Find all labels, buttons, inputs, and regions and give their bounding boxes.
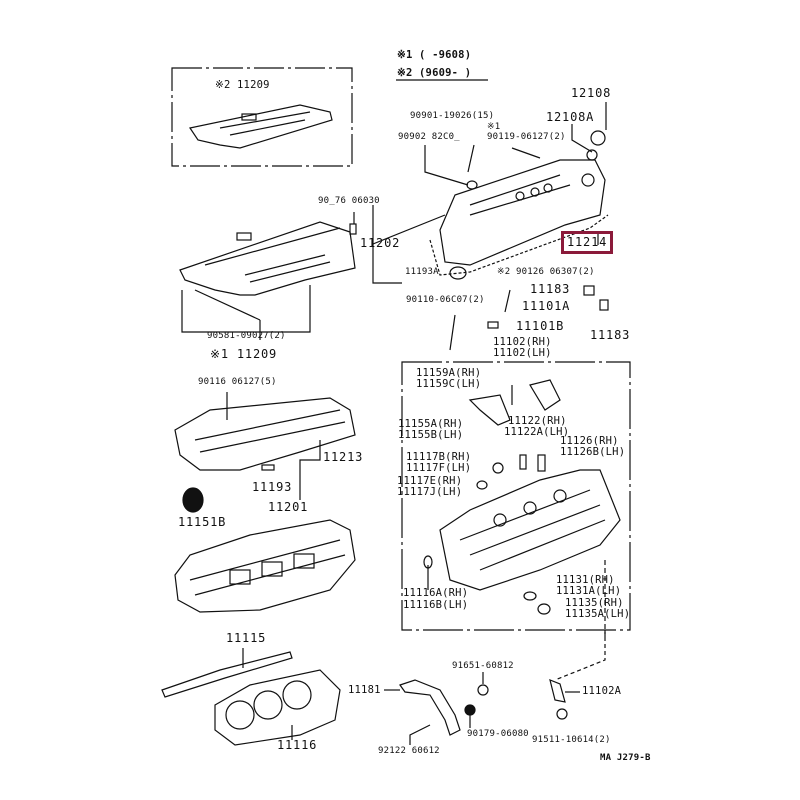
part-label[interactable]: 12108 bbox=[571, 86, 612, 100]
grommet bbox=[449, 266, 467, 280]
part-label[interactable]: 90901-19026(15) bbox=[410, 111, 495, 121]
part-label[interactable]: 11155B(LH) bbox=[398, 429, 464, 441]
part-label[interactable]: 11117J(LH) bbox=[397, 486, 463, 498]
cylinder-head-box bbox=[401, 361, 631, 631]
part-label[interactable]: 11159A(RH) bbox=[416, 367, 482, 379]
legend-note-1: ※1 ( -9608) bbox=[397, 49, 472, 61]
part-label[interactable]: ※2 11209 bbox=[215, 79, 270, 91]
part-label[interactable]: 11102(RH) bbox=[493, 336, 552, 348]
part-label[interactable]: 11116 bbox=[277, 738, 318, 752]
part-label[interactable]: 91511-10614(2) bbox=[532, 735, 611, 745]
engine-cover-upper bbox=[189, 104, 333, 149]
valve-cover-gasket bbox=[429, 214, 609, 276]
part-label[interactable]: 92122 60612 bbox=[378, 746, 440, 756]
diagram-reference: MA J279-B bbox=[600, 753, 651, 763]
part-label[interactable]: 11101A bbox=[522, 299, 571, 313]
part-label[interactable]: 11117B(RH) bbox=[406, 451, 472, 463]
bracket bbox=[399, 679, 461, 736]
cylinder-head bbox=[439, 469, 621, 591]
part-label[interactable]: 11183 bbox=[530, 282, 571, 296]
part-label[interactable]: 90119-06127(2) bbox=[487, 132, 566, 142]
part-label[interactable]: 11202 bbox=[360, 236, 401, 250]
part-label[interactable]: 11126B(LH) bbox=[560, 446, 626, 458]
part-label[interactable]: 11115 bbox=[226, 631, 267, 645]
part-label[interactable]: ※1 11209 bbox=[210, 347, 278, 361]
part-label[interactable]: 11193A bbox=[405, 267, 439, 277]
legend-note-2: ※2 (9609- ) bbox=[397, 67, 472, 79]
part-label[interactable]: 90110-06C07(2) bbox=[406, 295, 485, 305]
oil-filler-cap bbox=[590, 130, 606, 146]
part-label[interactable]: 11151B bbox=[178, 515, 227, 529]
seal-plug bbox=[182, 487, 204, 513]
part-label[interactable]: 90116 06127(5) bbox=[198, 377, 277, 387]
part-label[interactable]: 11122A(LH) bbox=[504, 426, 570, 438]
part-label[interactable]: 11181 bbox=[348, 684, 381, 696]
part-label[interactable]: 11183 bbox=[590, 328, 631, 342]
highlighted-part-label[interactable]: 11214 bbox=[561, 231, 614, 254]
intake-gasket bbox=[161, 651, 293, 698]
part-label[interactable]: 90179-06080 bbox=[467, 729, 529, 739]
left-cylinder-head bbox=[174, 519, 356, 613]
part-label[interactable]: 11131(RH) bbox=[556, 574, 615, 586]
left-valve-cover bbox=[174, 397, 356, 471]
part-label[interactable]: 11122(RH) bbox=[508, 415, 567, 427]
part-label[interactable]: 11131A(LH) bbox=[556, 585, 622, 597]
part-label[interactable]: 11116B(LH) bbox=[403, 599, 469, 611]
part-label[interactable]: 11126(RH) bbox=[560, 435, 619, 447]
part-label[interactable]: 11101B bbox=[516, 319, 565, 333]
head-gasket bbox=[214, 669, 341, 746]
part-label[interactable]: 11102A bbox=[582, 685, 622, 697]
variant-box bbox=[171, 67, 353, 167]
part-label[interactable]: ※2 90126 06307(2) bbox=[497, 267, 595, 277]
part-label[interactable]: 11135A(LH) bbox=[565, 608, 631, 620]
part-label[interactable]: 11155A(RH) bbox=[398, 418, 464, 430]
part-label[interactable]: 11102(LH) bbox=[493, 347, 552, 359]
part-label[interactable]: 12108A bbox=[546, 110, 595, 124]
part-label[interactable]: 11117E(RH) bbox=[397, 475, 463, 487]
part-label[interactable]: 90_76 06030 bbox=[318, 196, 380, 206]
part-label[interactable]: 11213 bbox=[323, 450, 364, 464]
part-label[interactable]: 90902 82C0_ bbox=[398, 132, 460, 142]
part-label[interactable]: 11116A(RH) bbox=[403, 587, 469, 599]
part-label[interactable]: 91651-60812 bbox=[452, 661, 514, 671]
variant-mark: ※1 bbox=[487, 122, 501, 132]
engine-cover bbox=[179, 221, 356, 296]
part-label[interactable]: 11201 bbox=[268, 500, 309, 514]
part-label[interactable]: 11135(RH) bbox=[565, 597, 624, 609]
valve-cover bbox=[439, 159, 606, 266]
part-label[interactable]: 90581-09027(2) bbox=[207, 331, 286, 341]
part-label[interactable]: 11117F(LH) bbox=[406, 462, 472, 474]
part-label[interactable]: 11193 bbox=[252, 480, 293, 494]
part-label[interactable]: 11159C(LH) bbox=[416, 378, 482, 390]
